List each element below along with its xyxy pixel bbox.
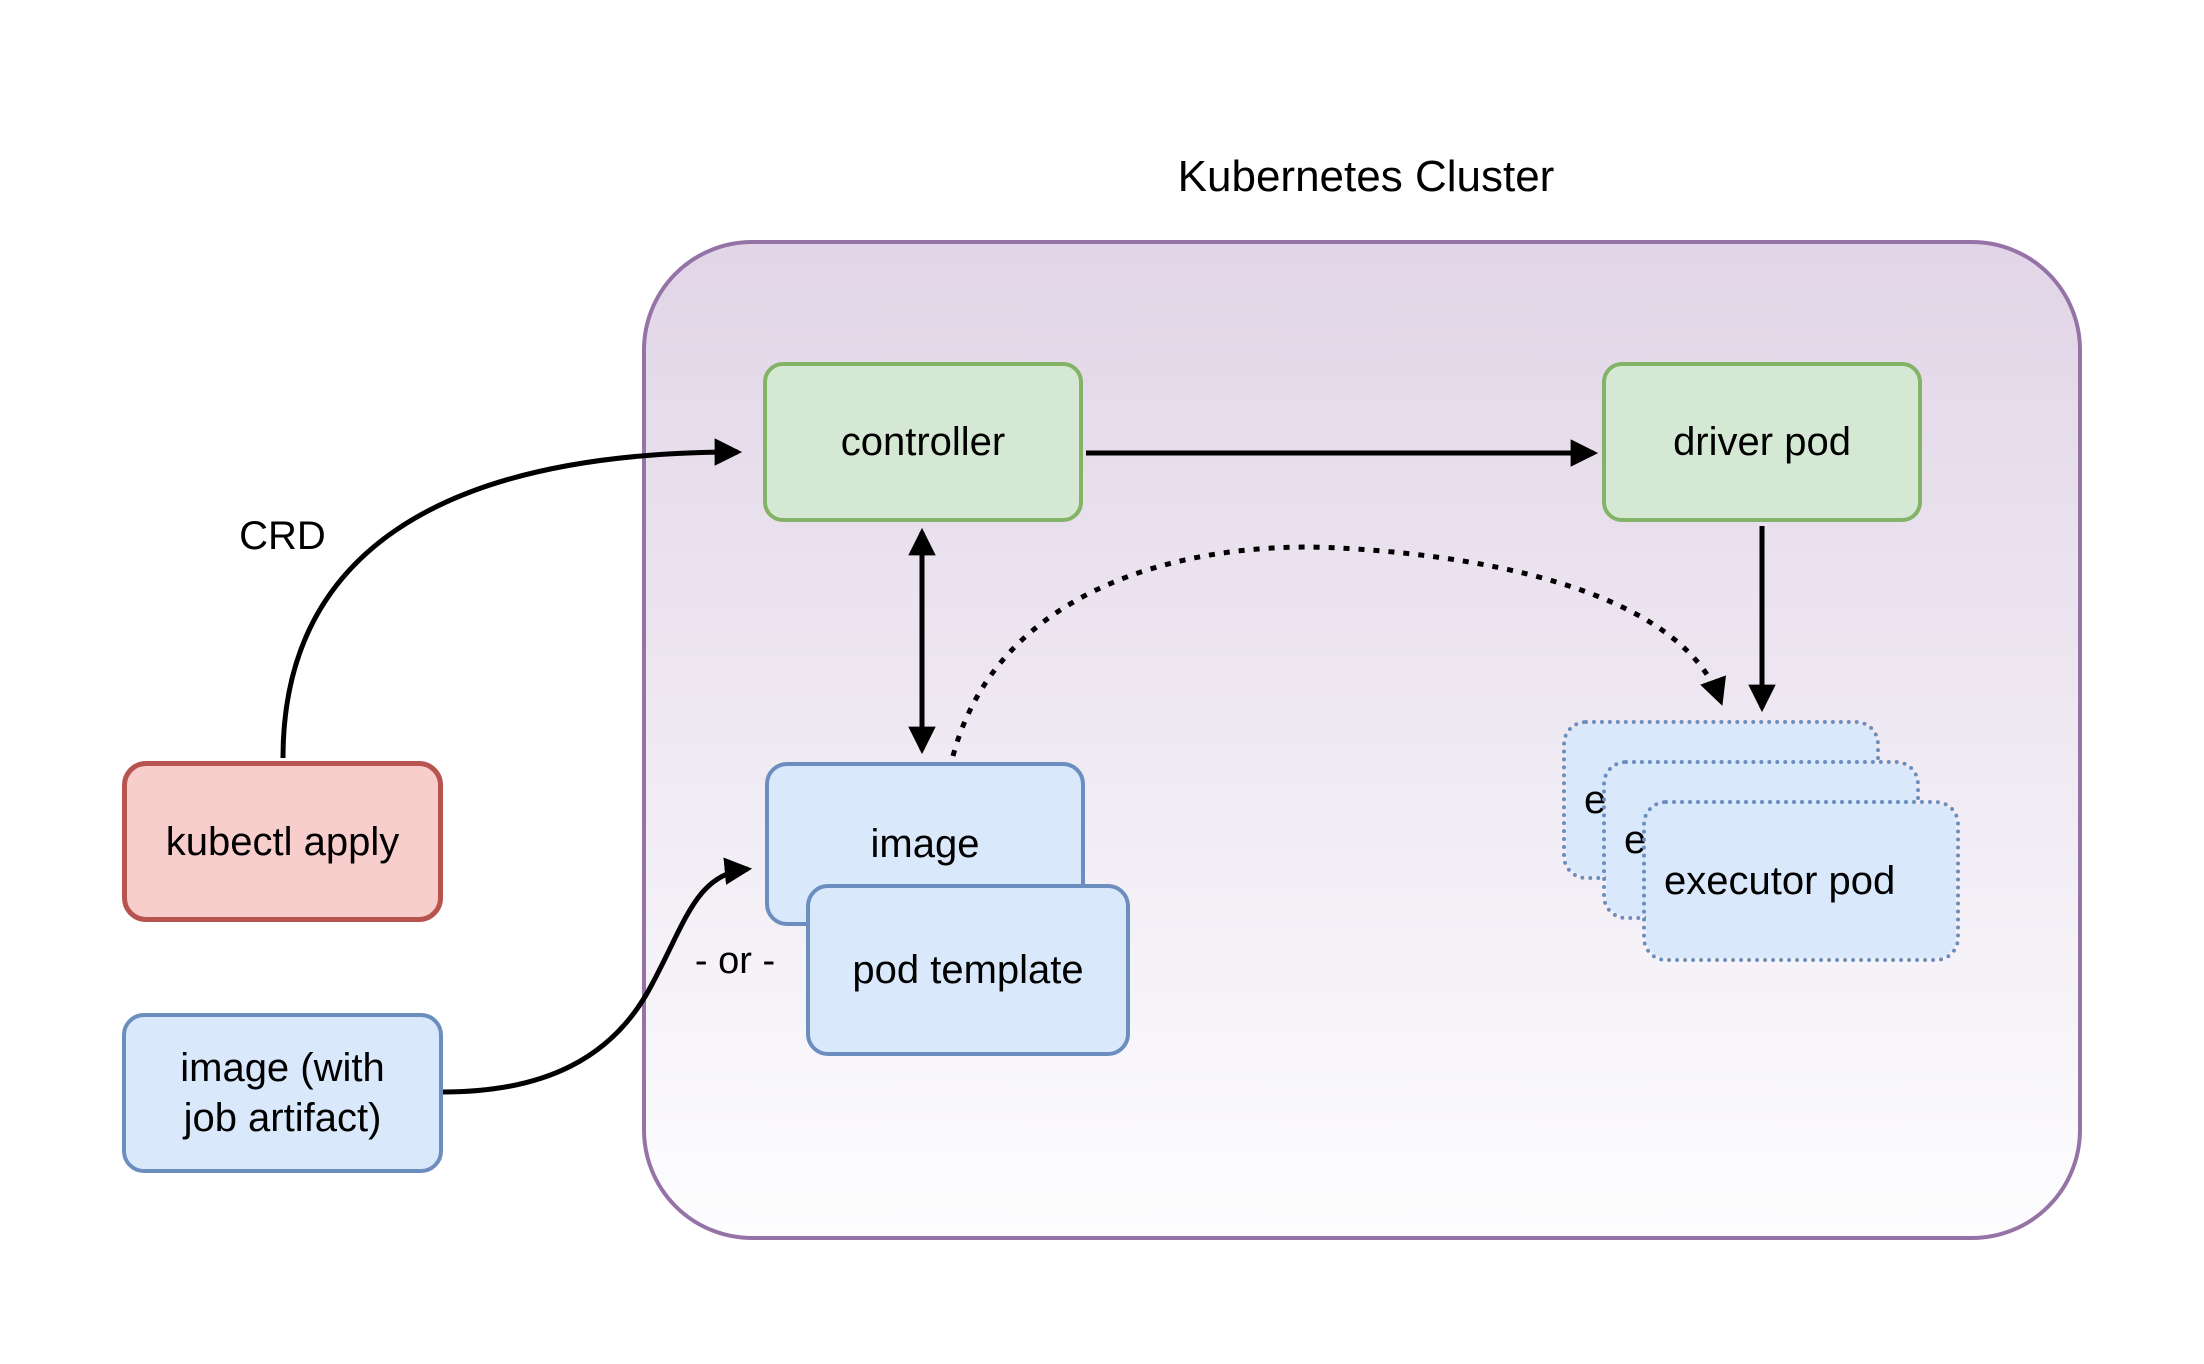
driver-pod-node: driver pod bbox=[1602, 362, 1922, 522]
diagram-title: Kubernetes Cluster bbox=[1177, 152, 1555, 201]
image-with-job-artifact-node: image (with job artifact) bbox=[122, 1013, 443, 1173]
kubectl-apply-node: kubectl apply bbox=[122, 761, 443, 922]
pod-template-node: pod template bbox=[806, 884, 1130, 1056]
controller-node: controller bbox=[763, 362, 1083, 522]
executor-pod-node-front: executor pod bbox=[1642, 800, 1960, 962]
or-label: - or - bbox=[694, 940, 776, 982]
crd-edge-label: CRD bbox=[239, 514, 326, 558]
